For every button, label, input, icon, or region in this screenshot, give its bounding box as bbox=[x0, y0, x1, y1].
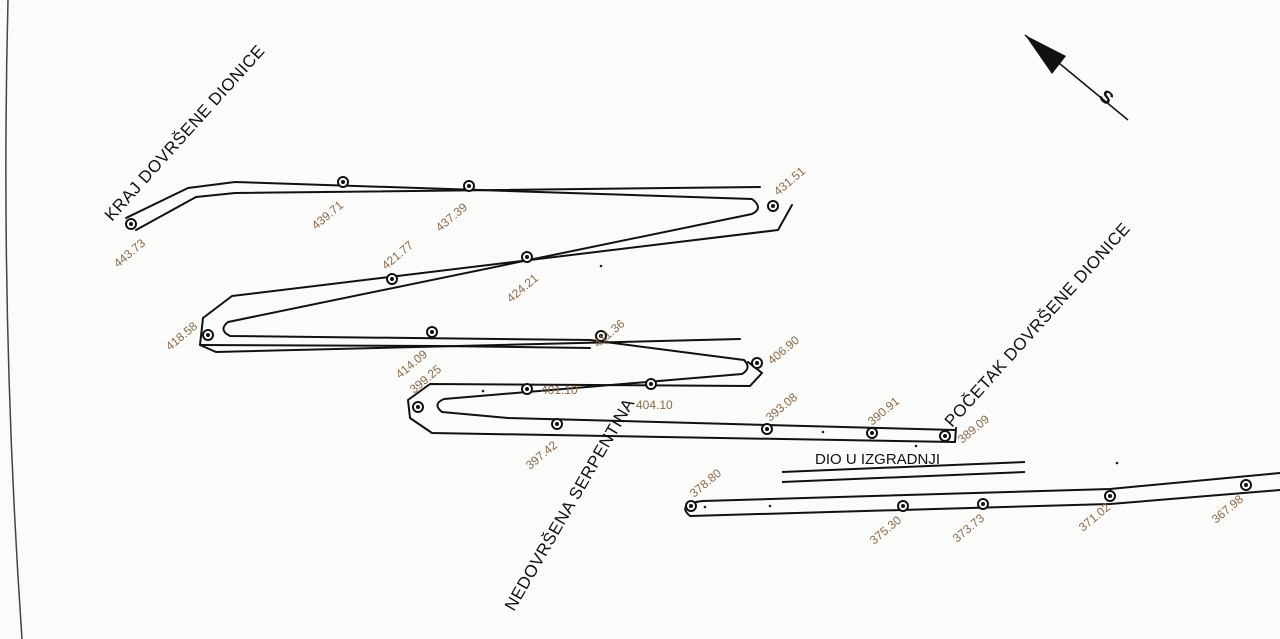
survey-point bbox=[645, 378, 657, 390]
survey-point bbox=[551, 418, 563, 430]
survey-point bbox=[751, 357, 763, 369]
survey-point bbox=[463, 180, 475, 192]
survey-point bbox=[977, 498, 989, 510]
road-outline-hairpin-3 bbox=[407, 361, 957, 443]
survey-point bbox=[761, 423, 773, 435]
survey-point bbox=[595, 330, 607, 342]
road-outline-hairpin-1 bbox=[199, 204, 793, 353]
label-under-construction: DIO U IZGRADNJI bbox=[815, 451, 940, 468]
north-arrow-label: S bbox=[1095, 86, 1117, 109]
survey-point bbox=[685, 500, 697, 512]
elevation-label: 424.21 bbox=[504, 271, 541, 306]
road-outline-lower bbox=[135, 186, 761, 231]
survey-point bbox=[897, 500, 909, 512]
survey-point bbox=[521, 383, 533, 395]
survey-point bbox=[386, 273, 398, 285]
label-unfinished-serpentine: NEDOVRŠENA SERPENTINA bbox=[501, 395, 639, 614]
elevation-label: 421.77 bbox=[379, 238, 416, 273]
map-specks bbox=[481, 264, 1119, 509]
survey-point bbox=[337, 176, 349, 188]
elevation-label: 418.58 bbox=[163, 319, 200, 354]
elevation-label: 390.91 bbox=[865, 394, 902, 429]
label-end-of-completed-section: KRAJ DOVRŠENE DIONICE bbox=[101, 41, 269, 224]
north-arrow-icon: S bbox=[1024, 34, 1129, 121]
survey-point bbox=[1104, 490, 1116, 502]
label-start-of-completed-section: POČETAK DOVRŠENE DIONICE bbox=[941, 219, 1134, 431]
survey-point bbox=[939, 430, 951, 442]
road-outline-upper bbox=[125, 181, 956, 431]
elevation-label: 393.08 bbox=[763, 390, 800, 425]
elevation-label: 443.73 bbox=[111, 236, 148, 271]
elevation-label: 406.90 bbox=[765, 333, 802, 368]
elevation-label: 397.42 bbox=[523, 438, 560, 473]
elevation-label: 437.39 bbox=[433, 200, 470, 235]
survey-point bbox=[1240, 479, 1252, 491]
survey-point bbox=[426, 326, 438, 338]
survey-points bbox=[125, 176, 1252, 512]
survey-point bbox=[202, 329, 214, 341]
survey-point bbox=[767, 200, 779, 212]
elevation-label: 373.73 bbox=[950, 511, 987, 546]
elevation-label: 367.98 bbox=[1209, 492, 1246, 527]
elevation-label: 375.30 bbox=[867, 513, 904, 548]
construction-section bbox=[781, 461, 1026, 483]
elevation-label: 439.71 bbox=[309, 198, 346, 233]
road-outline-hairpin-2 bbox=[199, 344, 591, 349]
elevation-label: 431.51 bbox=[771, 164, 808, 199]
elevation-label: 378.80 bbox=[687, 466, 724, 501]
elevation-label: 404.10 bbox=[636, 398, 673, 412]
survey-point bbox=[521, 251, 533, 263]
survey-point bbox=[866, 427, 878, 439]
page-edge-line bbox=[5, 0, 23, 639]
survey-point bbox=[125, 218, 137, 230]
elevation-label: 401.10 bbox=[541, 383, 578, 397]
survey-point bbox=[412, 401, 424, 413]
